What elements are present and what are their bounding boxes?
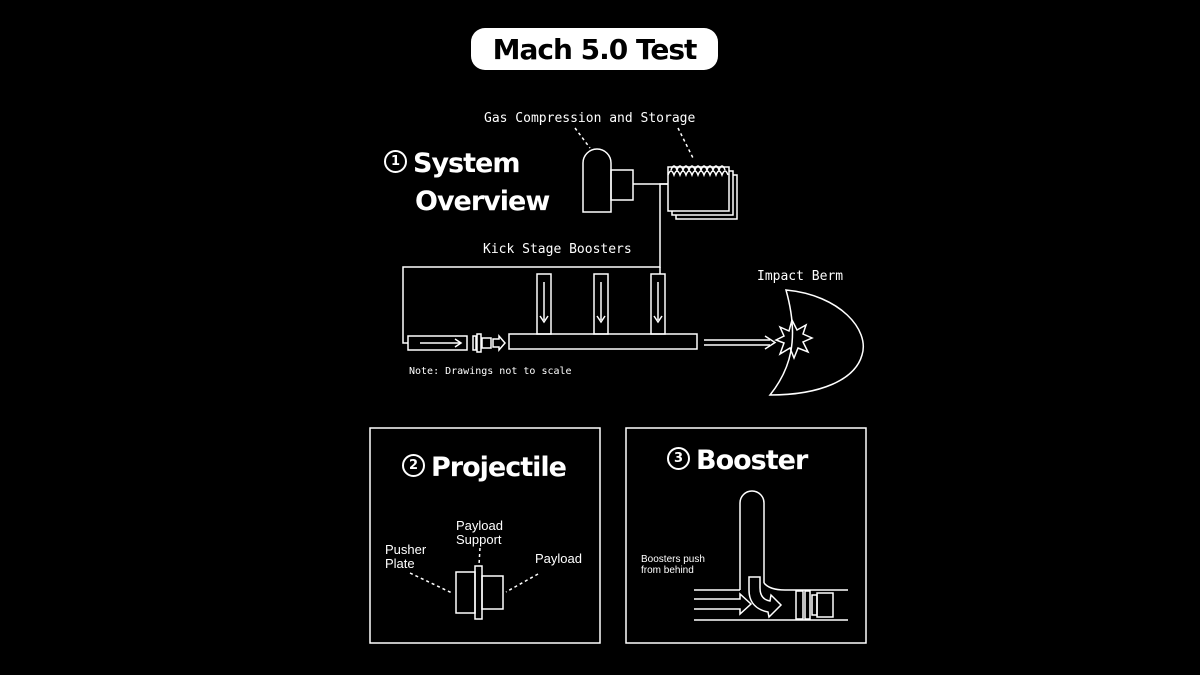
flight-arrow <box>704 335 777 350</box>
impact-burst <box>774 317 814 361</box>
main-track <box>508 333 698 350</box>
pusher-leader-line <box>409 572 453 594</box>
launch-tube <box>407 333 506 353</box>
booster-heading: 3 Booster <box>667 445 808 476</box>
scale-note: Note: Drawings not to scale <box>409 366 572 377</box>
support-leader-line <box>478 547 481 566</box>
section-number-1: 1 <box>384 150 407 173</box>
booster-panel-frame <box>625 427 867 644</box>
booster-heading-text: Booster <box>696 445 808 476</box>
pusher-plate-label-line1: Pusher <box>385 542 427 557</box>
overview-heading-line1: 1 System <box>384 148 520 179</box>
projectile-heading: 2 Projectile <box>402 452 567 483</box>
booster-drawing <box>694 490 848 621</box>
gas-compression-label: Gas Compression and Storage <box>484 111 696 126</box>
booster-1 <box>536 273 552 335</box>
section-number-3: 3 <box>667 447 690 470</box>
payload-leader-line <box>505 573 539 593</box>
pusher-plate-label-line2: Plate <box>385 556 415 571</box>
overview-heading-text-1: System <box>413 148 520 179</box>
booster-2 <box>593 273 609 335</box>
projectile-heading-text: Projectile <box>431 452 567 483</box>
manifold-pipe <box>402 183 668 344</box>
page-title: Mach 5.0 Test <box>471 28 718 70</box>
section-number-2: 2 <box>402 454 425 477</box>
storage-bottles <box>667 165 738 220</box>
gas-leader-line <box>574 127 591 149</box>
pusher-plate-label: Pusher Plate <box>385 543 426 571</box>
booster-note-line2: from behind <box>641 565 694 576</box>
booster-note: Boosters push from behind <box>641 554 705 576</box>
impact-berm <box>768 289 864 396</box>
payload-support-label-line1: Payload <box>456 518 503 533</box>
booster-3 <box>650 273 666 335</box>
storage-leader-line <box>677 127 695 161</box>
gas-tank <box>582 148 634 213</box>
payload-support-label: Payload Support <box>456 519 503 547</box>
projectile-panel-frame <box>369 427 601 644</box>
projectile-drawing <box>455 565 504 620</box>
overview-heading-line2: Overview <box>415 186 550 217</box>
booster-note-line1: Boosters push <box>641 554 705 565</box>
payload-support-label-line2: Support <box>456 532 502 547</box>
impact-berm-label: Impact Berm <box>757 269 844 284</box>
kick-stage-label: Kick Stage Boosters <box>483 242 632 257</box>
payload-label: Payload <box>535 551 582 566</box>
